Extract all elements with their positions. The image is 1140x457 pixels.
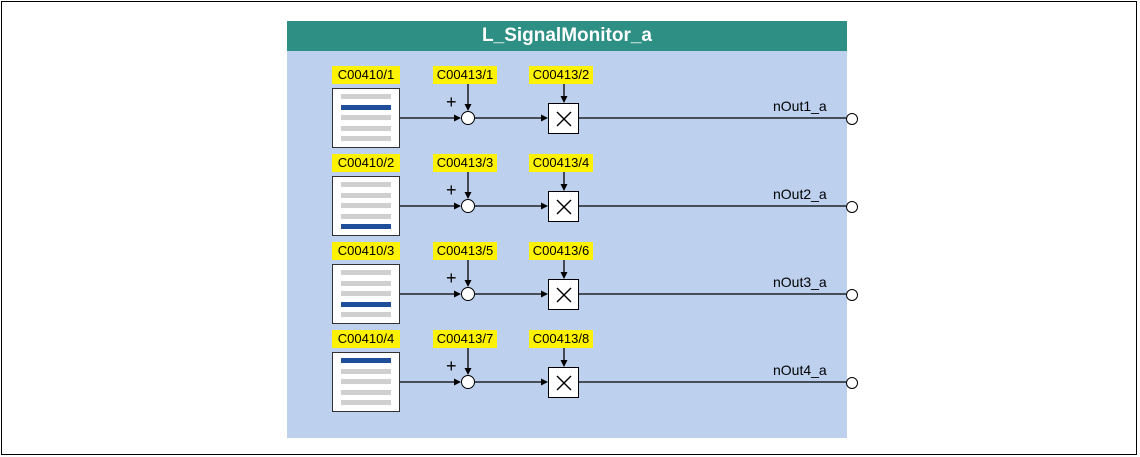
gain-parameter-tag: C00413/6 [529, 242, 593, 260]
offset-arrow [464, 368, 472, 375]
selector-parameter-tag: C00410/1 [332, 66, 400, 84]
signal-selector-list[interactable] [332, 88, 400, 148]
output-connector[interactable] [846, 201, 858, 213]
gain-arrow [560, 96, 568, 103]
signal-bar [341, 182, 391, 187]
offset-arrow [464, 192, 472, 199]
signal-bar [341, 379, 391, 384]
gain-arrow [560, 360, 568, 367]
signal-bar [341, 213, 391, 219]
mul-input-arrow [541, 114, 548, 122]
output-label: nOut4_a [773, 362, 827, 378]
sum-input-arrow [454, 114, 461, 122]
gain-parameter-tag: C00413/4 [529, 154, 593, 172]
gain-parameter-tag: C00413/2 [529, 66, 593, 84]
signal-bar [341, 389, 391, 395]
mul-input-arrow [541, 378, 548, 386]
output-connector[interactable] [846, 289, 858, 301]
signal-bar [341, 192, 391, 198]
block-title: L_SignalMonitor_a [287, 21, 847, 51]
plus-sign: + [446, 92, 457, 112]
selector-parameter-tag: C00410/3 [332, 242, 400, 260]
summing-junction [461, 199, 475, 213]
sum-input-arrow [454, 290, 461, 298]
plus-sign: + [446, 356, 457, 376]
offset-parameter-tag: C00413/5 [433, 242, 497, 260]
selected-signal-bar [341, 301, 391, 307]
selected-signal-bar [341, 224, 391, 229]
signal-bar [341, 291, 391, 296]
summing-junction [461, 287, 475, 301]
signal-selector-list[interactable] [332, 176, 400, 236]
offset-arrow [464, 280, 472, 287]
signal-bar [341, 136, 391, 141]
selected-signal-bar [341, 358, 391, 363]
gain-parameter-tag: C00413/8 [529, 330, 593, 348]
signal-bar [341, 312, 391, 317]
output-label: nOut3_a [773, 274, 827, 290]
output-connector[interactable] [846, 377, 858, 389]
selector-parameter-tag: C00410/4 [332, 330, 400, 348]
multiplier-block [548, 279, 579, 310]
mul-input-arrow [541, 202, 548, 210]
output-connector[interactable] [846, 113, 858, 125]
signal-selector-list[interactable] [332, 352, 400, 412]
offset-arrow [464, 104, 472, 111]
plus-sign: + [446, 268, 457, 288]
signal-bar [341, 203, 391, 208]
plus-sign: + [446, 180, 457, 200]
selector-parameter-tag: C00410/2 [332, 154, 400, 172]
mul-input-arrow [541, 290, 548, 298]
sum-input-arrow [454, 202, 461, 210]
signal-bar [341, 368, 391, 374]
multiplier-block [548, 191, 579, 222]
multiplier-block [548, 103, 579, 134]
sum-input-arrow [454, 378, 461, 386]
multiplier-block [548, 367, 579, 398]
offset-parameter-tag: C00413/1 [433, 66, 497, 84]
signal-bar [341, 94, 391, 99]
summing-junction [461, 375, 475, 389]
output-label: nOut2_a [773, 186, 827, 202]
signal-bar [341, 270, 391, 275]
signal-bar [341, 125, 391, 131]
signal-bar [341, 280, 391, 286]
summing-junction [461, 111, 475, 125]
signal-selector-list[interactable] [332, 264, 400, 324]
output-label: nOut1_a [773, 98, 827, 114]
gain-arrow [560, 272, 568, 279]
offset-parameter-tag: C00413/3 [433, 154, 497, 172]
signal-bar [341, 400, 391, 405]
offset-parameter-tag: C00413/7 [433, 330, 497, 348]
gain-arrow [560, 184, 568, 191]
selected-signal-bar [341, 104, 391, 110]
signal-bar [341, 115, 391, 120]
